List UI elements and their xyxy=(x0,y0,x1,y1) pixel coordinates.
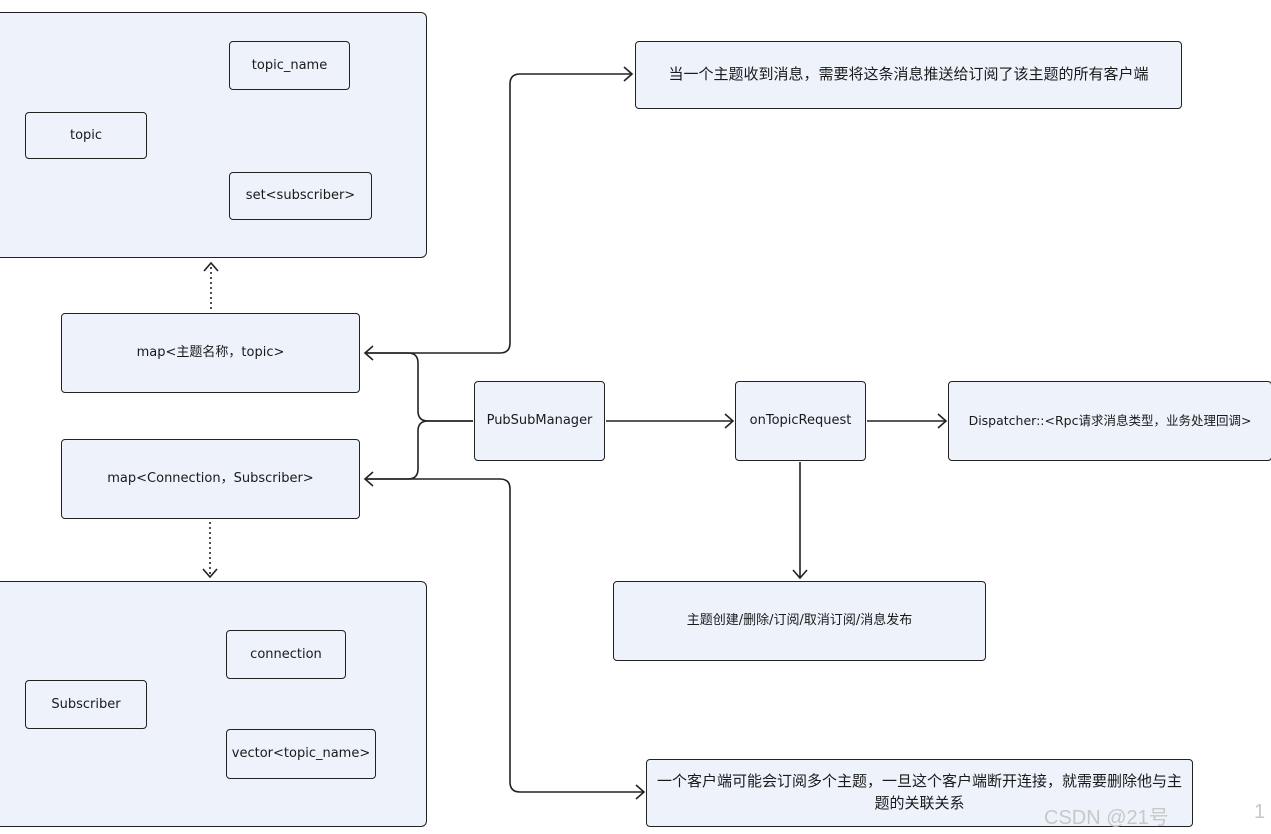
operations-label: 主题创建/删除/订阅/取消订阅/消息发布 xyxy=(686,613,913,629)
request-arrowhead xyxy=(724,413,735,429)
pubsub-manager-label: PubSubManager xyxy=(486,413,593,429)
dispatcher-arrowhead xyxy=(937,413,948,429)
pubsub-to-maps-brace-lower xyxy=(365,420,473,480)
map-topic-to-note xyxy=(365,73,632,354)
connection-node[interactable]: connection xyxy=(226,630,346,679)
map-topic-label: map<主题名称，topic> xyxy=(136,345,285,361)
on-topic-request-label: onTopicRequest xyxy=(749,413,852,429)
pubsub-manager-node[interactable]: PubSubManager xyxy=(474,381,605,461)
subscriber-label: Subscriber xyxy=(51,696,121,712)
topic-label: topic xyxy=(69,127,103,143)
dispatcher-node[interactable]: Dispatcher::<Rpc请求消息类型，业务处理回调> xyxy=(948,381,1271,461)
subscriber-node[interactable]: Subscriber xyxy=(25,680,147,729)
vector-topic-name-label: vector<topic_name> xyxy=(231,746,371,762)
set-subscriber-label: set<subscriber> xyxy=(245,188,356,204)
watermark-text: CSDN @21号 xyxy=(1044,807,1169,829)
topic-name-node[interactable]: topic_name xyxy=(229,41,350,90)
topic-node[interactable]: topic xyxy=(25,112,147,159)
operations-node[interactable]: 主题创建/删除/订阅/取消订阅/消息发布 xyxy=(613,581,986,661)
map-connection-node[interactable]: map<Connection，Subscriber> xyxy=(61,439,360,519)
watermark: CSDN @21号 xyxy=(1044,801,1169,830)
note-disconnect-arrowhead xyxy=(635,784,646,800)
connection-label: connection xyxy=(250,646,322,662)
pubsub-to-maps-brace xyxy=(365,352,473,422)
push-note-text: 当一个主题收到消息，需要将这条消息推送给订阅了该主题的所有客户端 xyxy=(668,65,1149,84)
note-push-arrowhead xyxy=(623,66,634,82)
on-topic-request-node[interactable]: onTopicRequest xyxy=(735,381,866,461)
disconnect-note-text: 一个客户端可能会订阅多个主题，一旦这个客户端断开连接，就需要删除他与主题的关联关… xyxy=(657,772,1183,812)
set-subscriber-node[interactable]: set<subscriber> xyxy=(229,172,372,220)
map-connection-label: map<Connection，Subscriber> xyxy=(107,471,314,487)
page-number-text: 1 xyxy=(1254,801,1266,823)
push-note[interactable]: 当一个主题收到消息，需要将这条消息推送给订阅了该主题的所有客户端 xyxy=(635,41,1182,109)
dotted-arrowhead-up xyxy=(203,261,219,272)
ops-arrowhead xyxy=(792,569,808,580)
vector-topic-name-node[interactable]: vector<topic_name> xyxy=(226,729,376,779)
map-topic-node[interactable]: map<主题名称，topic> xyxy=(61,313,360,393)
topic-name-label: topic_name xyxy=(251,57,328,73)
dotted-arrowhead-down xyxy=(202,568,218,579)
page-number: 1 xyxy=(1254,801,1265,824)
disconnect-note[interactable]: 一个客户端可能会订阅多个主题，一旦这个客户端断开连接，就需要删除他与主题的关联关… xyxy=(646,759,1193,827)
dispatcher-label: Dispatcher::<Rpc请求消息类型，业务处理回调> xyxy=(968,412,1252,428)
map-conn-to-note xyxy=(365,478,644,793)
